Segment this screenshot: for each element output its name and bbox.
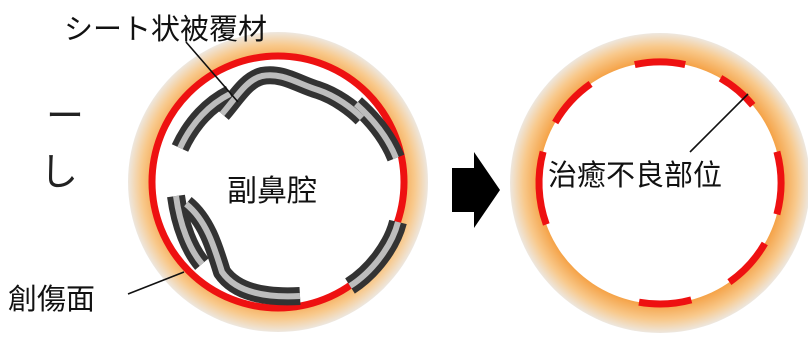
leader-wound <box>127 271 185 295</box>
cut-off-line-1: ー <box>46 94 85 138</box>
cut-off-line-2: し <box>40 150 79 194</box>
sheet-material-pieces <box>167 66 407 306</box>
sinus-after <box>510 33 808 333</box>
right-arrow-icon <box>452 152 500 228</box>
sinus-with-sheet <box>127 32 428 332</box>
leader-poor-healing <box>689 93 749 153</box>
leader-sheet <box>185 41 239 103</box>
label-paranasal-sinus: 副鼻腔 <box>227 174 317 209</box>
label-wound-surface: 創傷面 <box>8 282 96 316</box>
poor-healing-segments <box>535 58 785 308</box>
label-sheet-material: シート状被覆材 <box>64 12 268 46</box>
label-poor-healing-site: 治癒不良部位 <box>548 158 723 192</box>
cut-off-text: ー し <box>0 88 84 200</box>
